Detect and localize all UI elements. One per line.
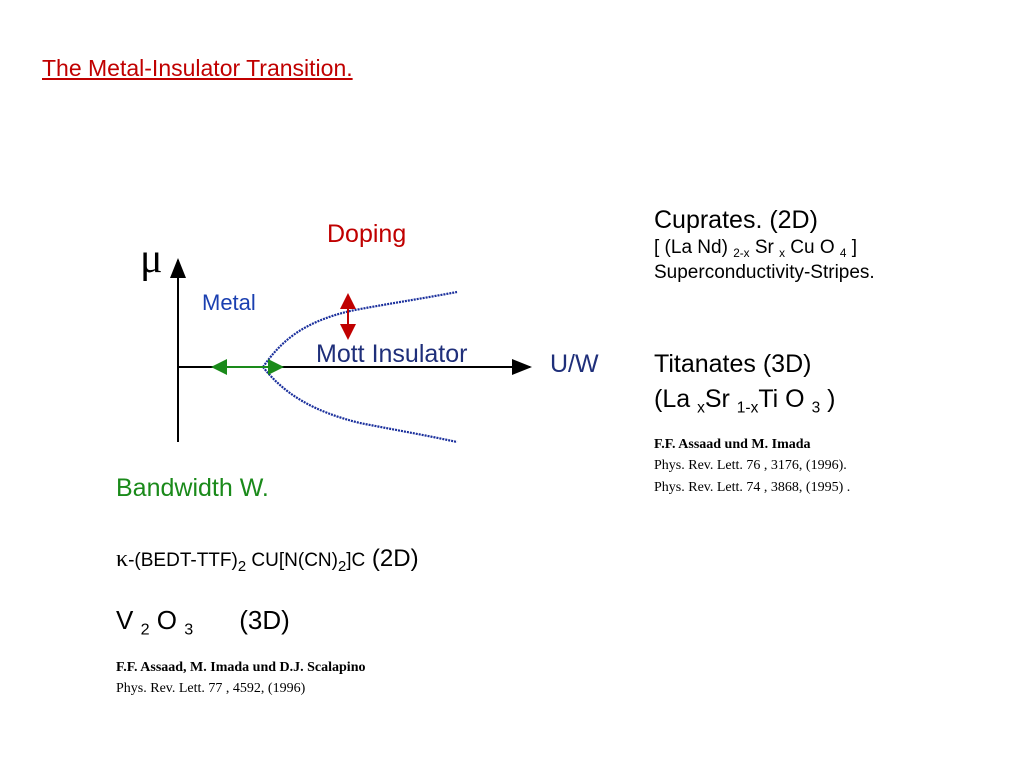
- v2o3-sub-o: 3: [184, 620, 194, 639]
- titanates-title: Titanates (3D): [654, 350, 812, 378]
- kappa-sub-a: 2: [237, 559, 247, 576]
- x-axis-label: U/W: [550, 350, 599, 378]
- v2o3-compound: V 2 O 3 (3D): [116, 605, 290, 639]
- cuprates-s1: 2-x: [733, 247, 750, 261]
- right-reference-authors: F.F. Assaad und M. Imada: [654, 437, 811, 452]
- kappa-sub-b: 2: [337, 559, 347, 576]
- titanates-block: Titanates (3D) (La xSr 1-xTi O 3 ): [654, 347, 836, 417]
- v2o3-dimension: (3D): [239, 605, 290, 635]
- titanates-s2: 1-x: [736, 399, 759, 417]
- v2o3-v: V: [116, 605, 134, 635]
- kappa-compound: κ-(BEDT-TTF)2 CU[N(CN)2]C (2D): [116, 545, 419, 576]
- v2o3-o: O: [156, 605, 178, 635]
- mott-insulator-label: Mott Insulator: [316, 340, 468, 368]
- phase-diagram: [120, 215, 640, 455]
- slide-title: The Metal-Insulator Transition.: [42, 55, 353, 81]
- kappa-formula-b: CU[N(CN): [246, 550, 338, 571]
- titanates-s3: 3: [811, 399, 821, 417]
- kappa-symbol: κ: [116, 546, 129, 572]
- lower-phase-boundary: [262, 366, 458, 444]
- left-reference-authors: F.F. Assaad, M. Imada und D.J. Scalapino: [116, 660, 366, 675]
- cuprates-s3: 4: [839, 247, 847, 261]
- cuprates-s2: x: [779, 247, 786, 261]
- doping-label: Doping: [327, 220, 407, 248]
- right-reference-journal-2: Phys. Rev. Lett. 74 , 3868, (1995) .: [654, 480, 851, 495]
- titanates-formula: (La xSr 1-xTi O 3 ): [654, 385, 836, 417]
- kappa-formula-c: ]C: [346, 550, 366, 571]
- titanates-f2: Sr: [704, 385, 737, 413]
- metal-label: Metal: [202, 290, 256, 315]
- cuprates-f4: ]: [846, 237, 858, 258]
- y-axis-label: μ: [140, 236, 163, 282]
- cuprates-f2: Sr: [749, 237, 780, 258]
- right-reference-journal-1: Phys. Rev. Lett. 76 , 3176, (1996).: [654, 458, 847, 473]
- cuprates-f3: Cu O: [785, 237, 840, 258]
- titanates-f4: ): [820, 385, 836, 413]
- cuprates-formula: [ (La Nd) 2-x Sr x Cu O 4 ]: [654, 235, 875, 261]
- cuprates-note: Superconductivity-Stripes.: [654, 262, 875, 283]
- upper-phase-boundary: [262, 290, 458, 368]
- cuprates-title: Cuprates. (2D): [654, 206, 818, 234]
- left-reference-journal: Phys. Rev. Lett. 77 , 4592, (1996): [116, 681, 306, 696]
- cuprates-f1: [ (La Nd): [654, 237, 734, 258]
- titanates-f3: Ti O: [758, 385, 812, 413]
- titanates-s1: x: [697, 399, 705, 417]
- v2o3-sub-v: 2: [140, 620, 150, 639]
- kappa-formula-a: -(BEDT-TTF): [128, 550, 238, 571]
- titanates-f1: (La: [654, 385, 698, 413]
- bandwidth-label: Bandwidth W.: [116, 474, 269, 502]
- phase-diagram-graphic: [170, 258, 532, 444]
- cuprates-block: Cuprates. (2D) [ (La Nd) 2-x Sr x Cu O 4…: [654, 205, 875, 285]
- kappa-dimension: (2D): [365, 545, 419, 572]
